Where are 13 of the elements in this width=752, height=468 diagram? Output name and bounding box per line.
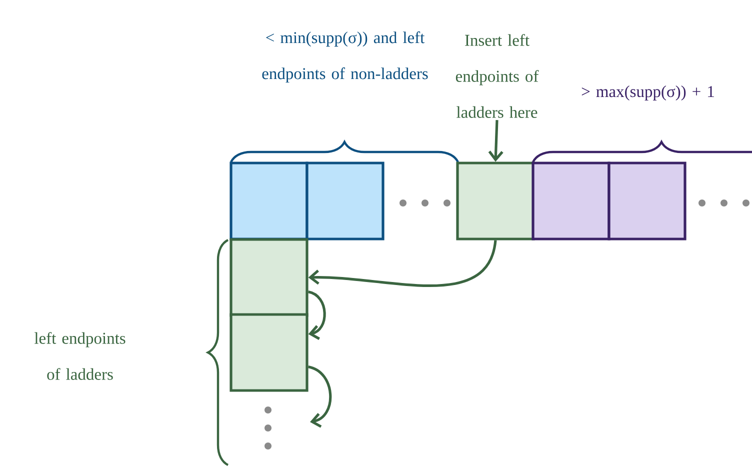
annotation-text: left endpoints of ladders <box>34 332 126 380</box>
array-cell <box>306 162 384 240</box>
array-cell <box>230 313 308 392</box>
annotation-text: > max(supp(σ)) + 1 <box>582 86 714 100</box>
arrow <box>308 240 497 287</box>
arrow <box>308 290 326 340</box>
array-cell <box>230 162 308 240</box>
arrow <box>488 120 504 162</box>
annotation-text: Insert left endpoints of ladders here <box>456 34 539 118</box>
array-cell <box>532 162 610 240</box>
annotation-text: < min(supp(σ)) and left endpoints of non-ladders <box>262 31 428 83</box>
arrow <box>308 366 332 428</box>
array-cell <box>608 162 686 240</box>
